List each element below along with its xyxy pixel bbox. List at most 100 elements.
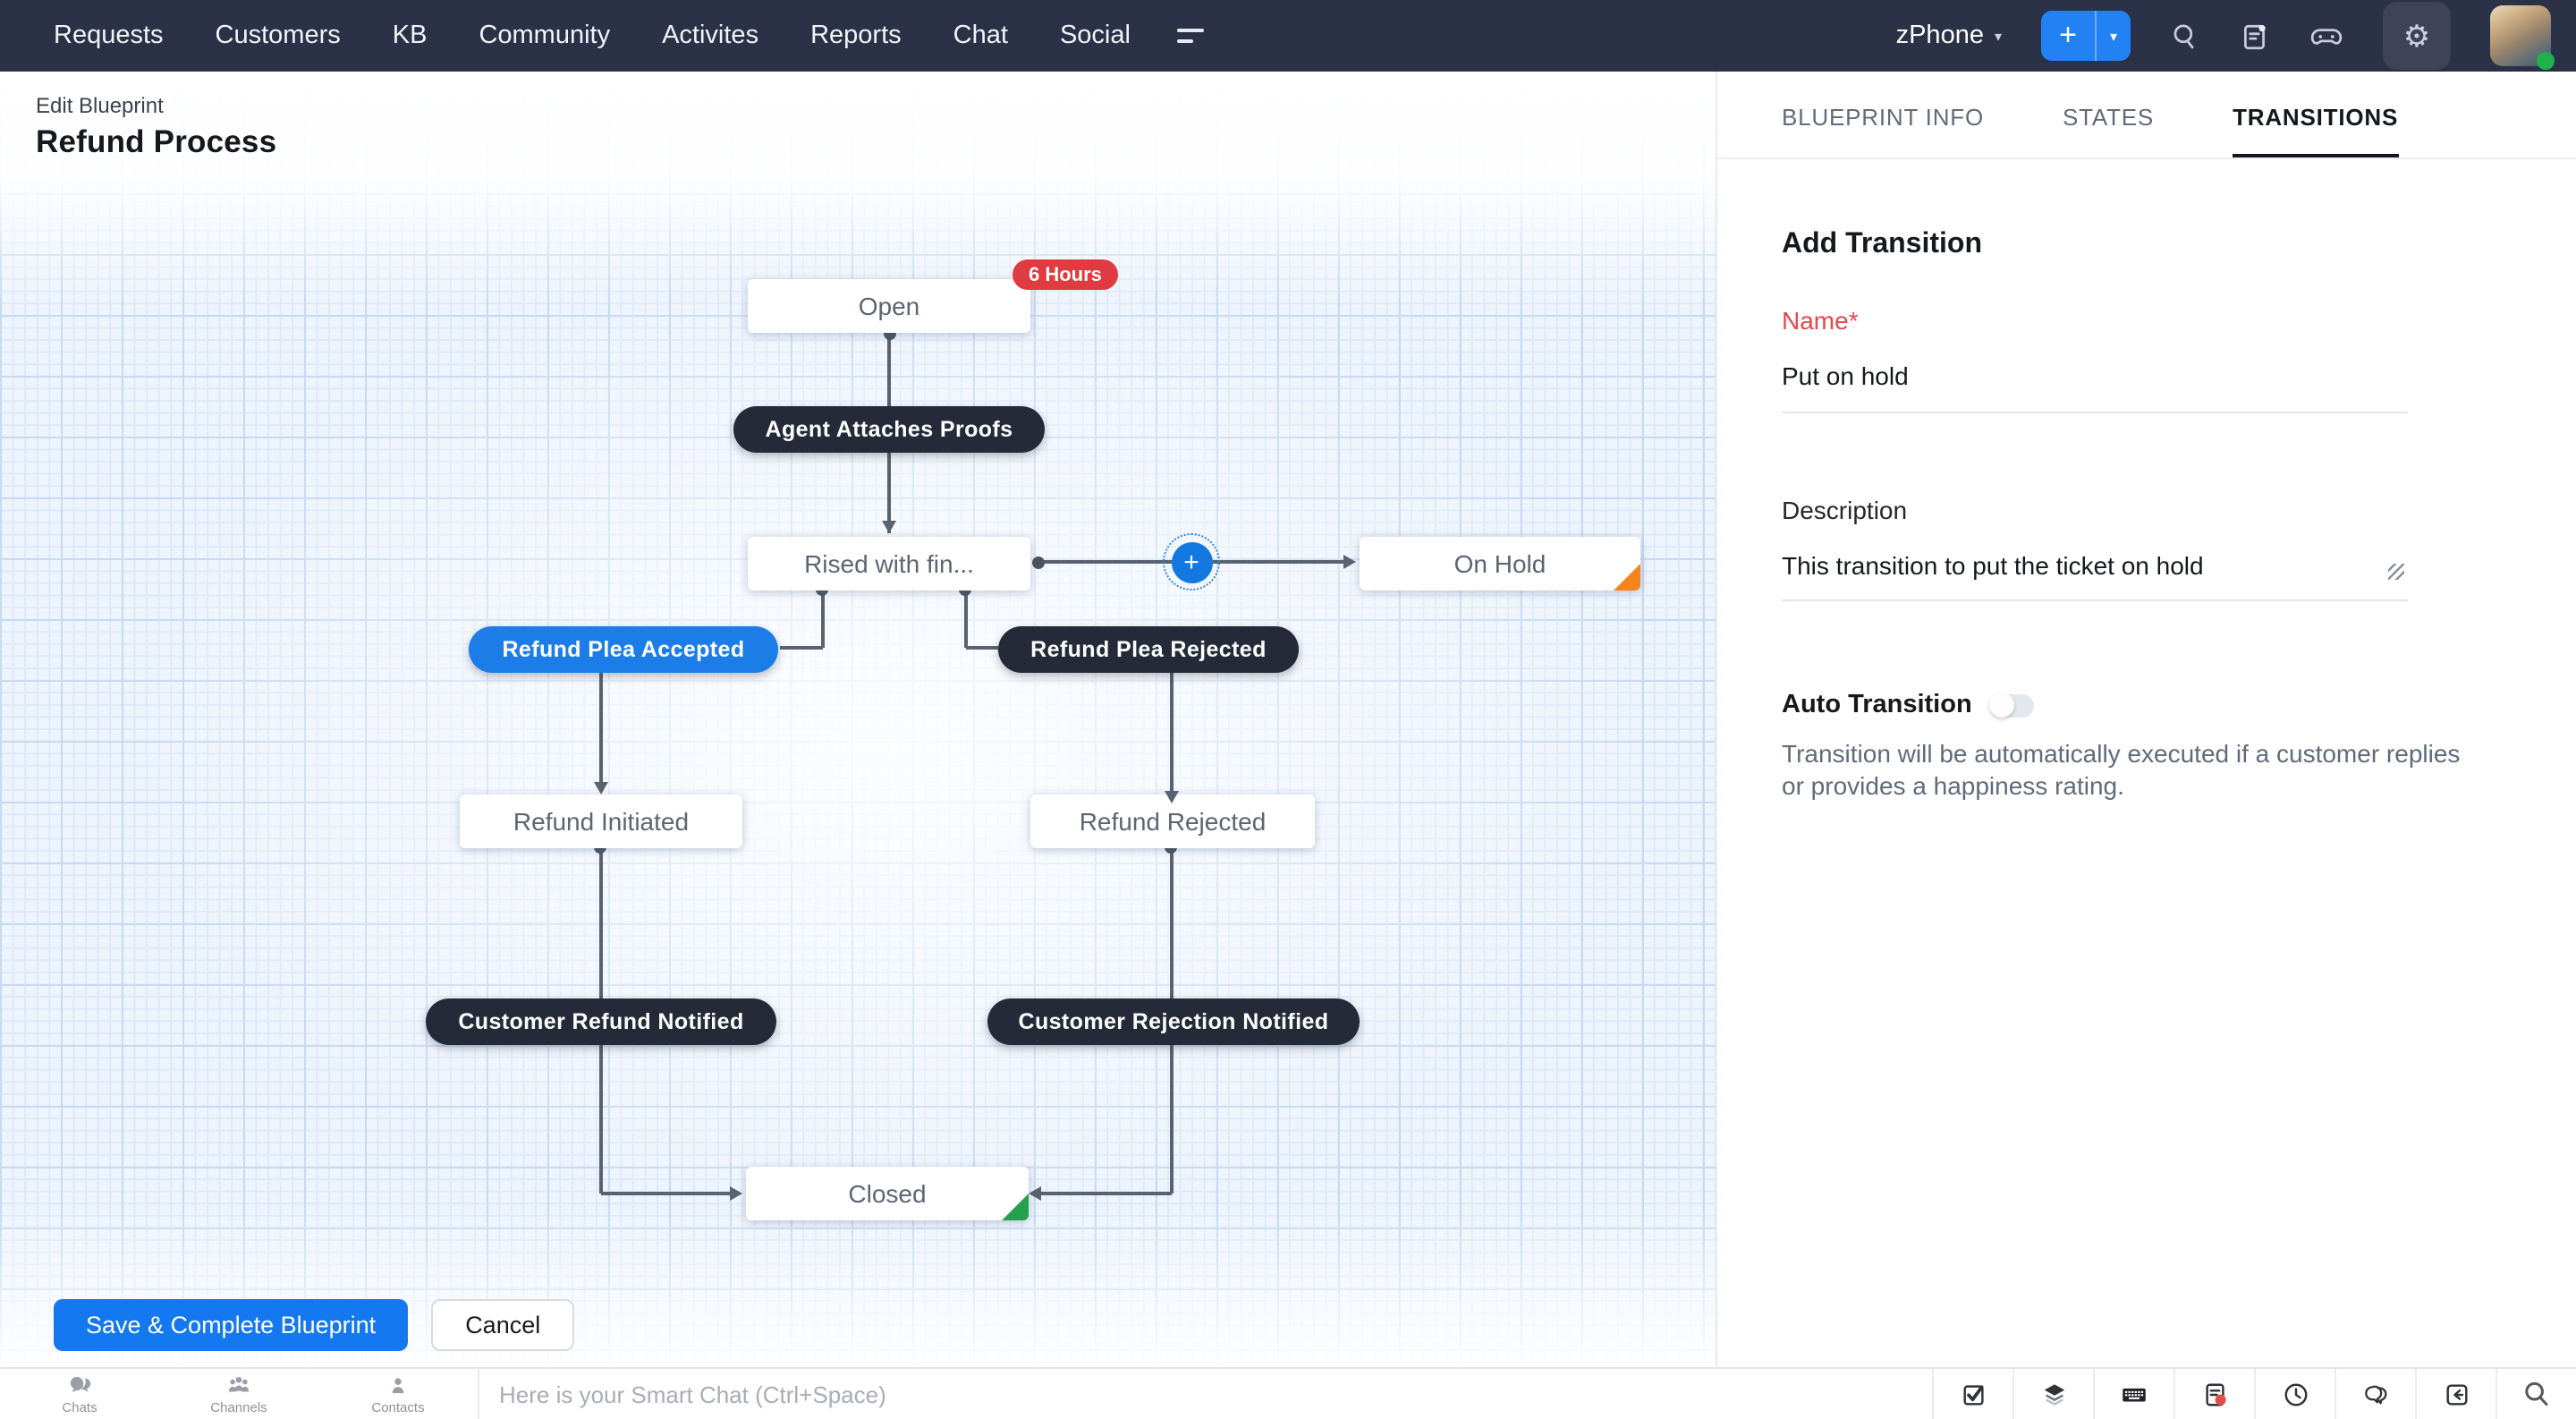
nav-item-customers[interactable]: Customers xyxy=(215,21,341,50)
channels-icon xyxy=(228,1375,250,1391)
node-open[interactable]: Open xyxy=(748,279,1030,333)
chat-bubbles-button[interactable] xyxy=(2334,1369,2415,1419)
arrowhead xyxy=(593,782,607,794)
name-field[interactable] xyxy=(1782,361,2408,413)
canvas-footer: Save & Complete Blueprint Cancel xyxy=(54,1299,575,1351)
history-button[interactable] xyxy=(2254,1369,2334,1419)
nav-item-activites[interactable]: Activites xyxy=(662,21,759,50)
layers-icon xyxy=(2043,1383,2064,1405)
node-label: On Hold xyxy=(1453,549,1546,578)
connector xyxy=(599,673,602,784)
connector xyxy=(601,1192,733,1194)
node-rised-with-fin[interactable]: Rised with fin... xyxy=(748,537,1030,591)
node-label: Refund Initiated xyxy=(513,807,690,836)
node-refund-initiated[interactable]: Refund Initiated xyxy=(460,794,742,848)
nav-item-requests[interactable]: Requests xyxy=(54,21,164,50)
channels-button[interactable]: Channels xyxy=(159,1369,318,1419)
node-customer-rejection-notified[interactable]: Customer Rejection Notified xyxy=(987,998,1360,1045)
search-icon[interactable] xyxy=(2170,21,2200,51)
sla-badge: 6 Hours xyxy=(1013,259,1118,290)
save-complete-blueprint-button[interactable]: Save & Complete Blueprint xyxy=(54,1299,409,1351)
tab-states[interactable]: STATES xyxy=(2063,104,2155,131)
auto-transition-toggle[interactable] xyxy=(1989,693,2035,718)
arrowhead xyxy=(730,1185,742,1200)
canvas-header: Edit Blueprint Refund Process xyxy=(36,93,276,161)
tasks-icon xyxy=(1962,1384,1983,1405)
node-refund-rejected[interactable]: Refund Rejected xyxy=(1030,794,1315,848)
page-title: Refund Process xyxy=(36,123,277,159)
main-menu: Requests Customers KB Community Activite… xyxy=(54,21,1131,50)
add-transition-plus-button[interactable]: + xyxy=(1163,533,1220,591)
smart-chat-bar: Chats Channels Contacts Here is your Sma… xyxy=(0,1367,2576,1419)
smart-chat-input[interactable]: Here is your Smart Chat (Ctrl+Space) xyxy=(499,1381,886,1407)
description-label: Description xyxy=(1782,496,1908,524)
nav-item-social[interactable]: Social xyxy=(1059,21,1131,50)
arrowhead xyxy=(881,521,895,533)
nav-right-cluster: zPhone ▾ + ▾ xyxy=(1896,2,2555,70)
arrowhead xyxy=(1164,791,1178,803)
online-status-dot xyxy=(2537,52,2555,70)
chat-shortcuts: Chats Channels Contacts xyxy=(0,1369,478,1419)
node-closed[interactable]: Closed xyxy=(746,1167,1029,1220)
blueprint-canvas[interactable]: Edit Blueprint Refund Process xyxy=(0,72,1716,1367)
product-selector[interactable]: zPhone ▾ xyxy=(1896,21,2002,50)
quick-add-button[interactable]: + ▾ xyxy=(2041,11,2131,61)
form-heading: Add Transition xyxy=(1782,229,1982,259)
node-refund-plea-rejected[interactable]: Refund Plea Rejected xyxy=(998,626,1299,673)
transition-panel: BLUEPRINT INFO STATES TRANSITIONS Add Tr… xyxy=(1716,72,2576,1367)
tasks-button[interactable] xyxy=(1932,1369,2012,1419)
node-refund-plea-accepted[interactable]: Refund Plea Accepted xyxy=(469,626,778,673)
node-label: Customer Rejection Notified xyxy=(1018,1009,1329,1034)
breadcrumb: Edit Blueprint xyxy=(36,93,164,118)
games-icon[interactable] xyxy=(2309,21,2343,51)
more-menu-icon[interactable] xyxy=(1176,29,1204,43)
notes-icon xyxy=(2205,1382,2225,1406)
node-label: Customer Refund Notified xyxy=(458,1009,744,1034)
arrowhead xyxy=(1343,554,1356,568)
contacts-button[interactable]: Contacts xyxy=(318,1369,478,1419)
corner-marker-orange xyxy=(1614,564,1640,591)
tab-transitions[interactable]: TRANSITIONS xyxy=(2233,104,2399,157)
product-selector-label: zPhone xyxy=(1895,21,1984,50)
chats-button[interactable]: Chats xyxy=(0,1369,159,1419)
nav-item-kb[interactable]: KB xyxy=(392,21,428,50)
settings-button[interactable]: ⚙ xyxy=(2383,2,2451,70)
add-transition-form: Add Transition Name* Description This tr… xyxy=(1717,159,2576,803)
description-field[interactable]: This transition to put the ticket on hol… xyxy=(1782,551,2408,601)
keyboard-icon xyxy=(2123,1387,2146,1401)
description-value: This transition to put the ticket on hol… xyxy=(1782,551,2204,580)
nav-item-chat[interactable]: Chat xyxy=(953,21,1008,50)
node-customer-refund-notified[interactable]: Customer Refund Notified xyxy=(426,998,776,1045)
chevron-down-icon: ▾ xyxy=(1994,28,2002,44)
keyboard-button[interactable] xyxy=(2093,1369,2174,1419)
resize-handle[interactable] xyxy=(2388,564,2404,580)
name-label: Name* xyxy=(1782,306,1859,335)
top-nav: Requests Customers KB Community Activite… xyxy=(0,0,2576,72)
auto-transition-label: Auto Transition xyxy=(1782,691,1972,719)
tab-blueprint-info[interactable]: BLUEPRINT INFO xyxy=(1782,104,1984,131)
notes-button[interactable] xyxy=(2174,1369,2254,1419)
connector xyxy=(780,646,823,649)
auto-transition-help: Transition will be automatically execute… xyxy=(1782,739,2461,801)
search-chat-button[interactable] xyxy=(2496,1369,2576,1419)
node-label: Closed xyxy=(848,1179,927,1208)
node-label: Refund Plea Accepted xyxy=(502,637,745,662)
channels-label: Channels xyxy=(210,1398,267,1415)
nav-item-community[interactable]: Community xyxy=(479,21,611,50)
feed-icon[interactable] xyxy=(2240,21,2270,51)
user-avatar[interactable] xyxy=(2490,5,2555,70)
connector xyxy=(1170,673,1173,793)
layers-button[interactable] xyxy=(2012,1369,2093,1419)
connector xyxy=(821,589,824,648)
nav-item-reports[interactable]: Reports xyxy=(810,21,902,50)
node-agent-attaches-proofs[interactable]: Agent Attaches Proofs xyxy=(733,406,1045,453)
contacts-label: Contacts xyxy=(371,1398,425,1415)
chats-label: Chats xyxy=(62,1398,97,1415)
node-label: Open xyxy=(858,292,920,320)
gear-icon: ⚙ xyxy=(2402,19,2431,53)
plus-icon: + xyxy=(2059,18,2077,52)
cancel-button[interactable]: Cancel xyxy=(431,1299,575,1351)
node-on-hold[interactable]: On Hold xyxy=(1360,537,1640,591)
reply-button[interactable] xyxy=(2415,1369,2496,1419)
